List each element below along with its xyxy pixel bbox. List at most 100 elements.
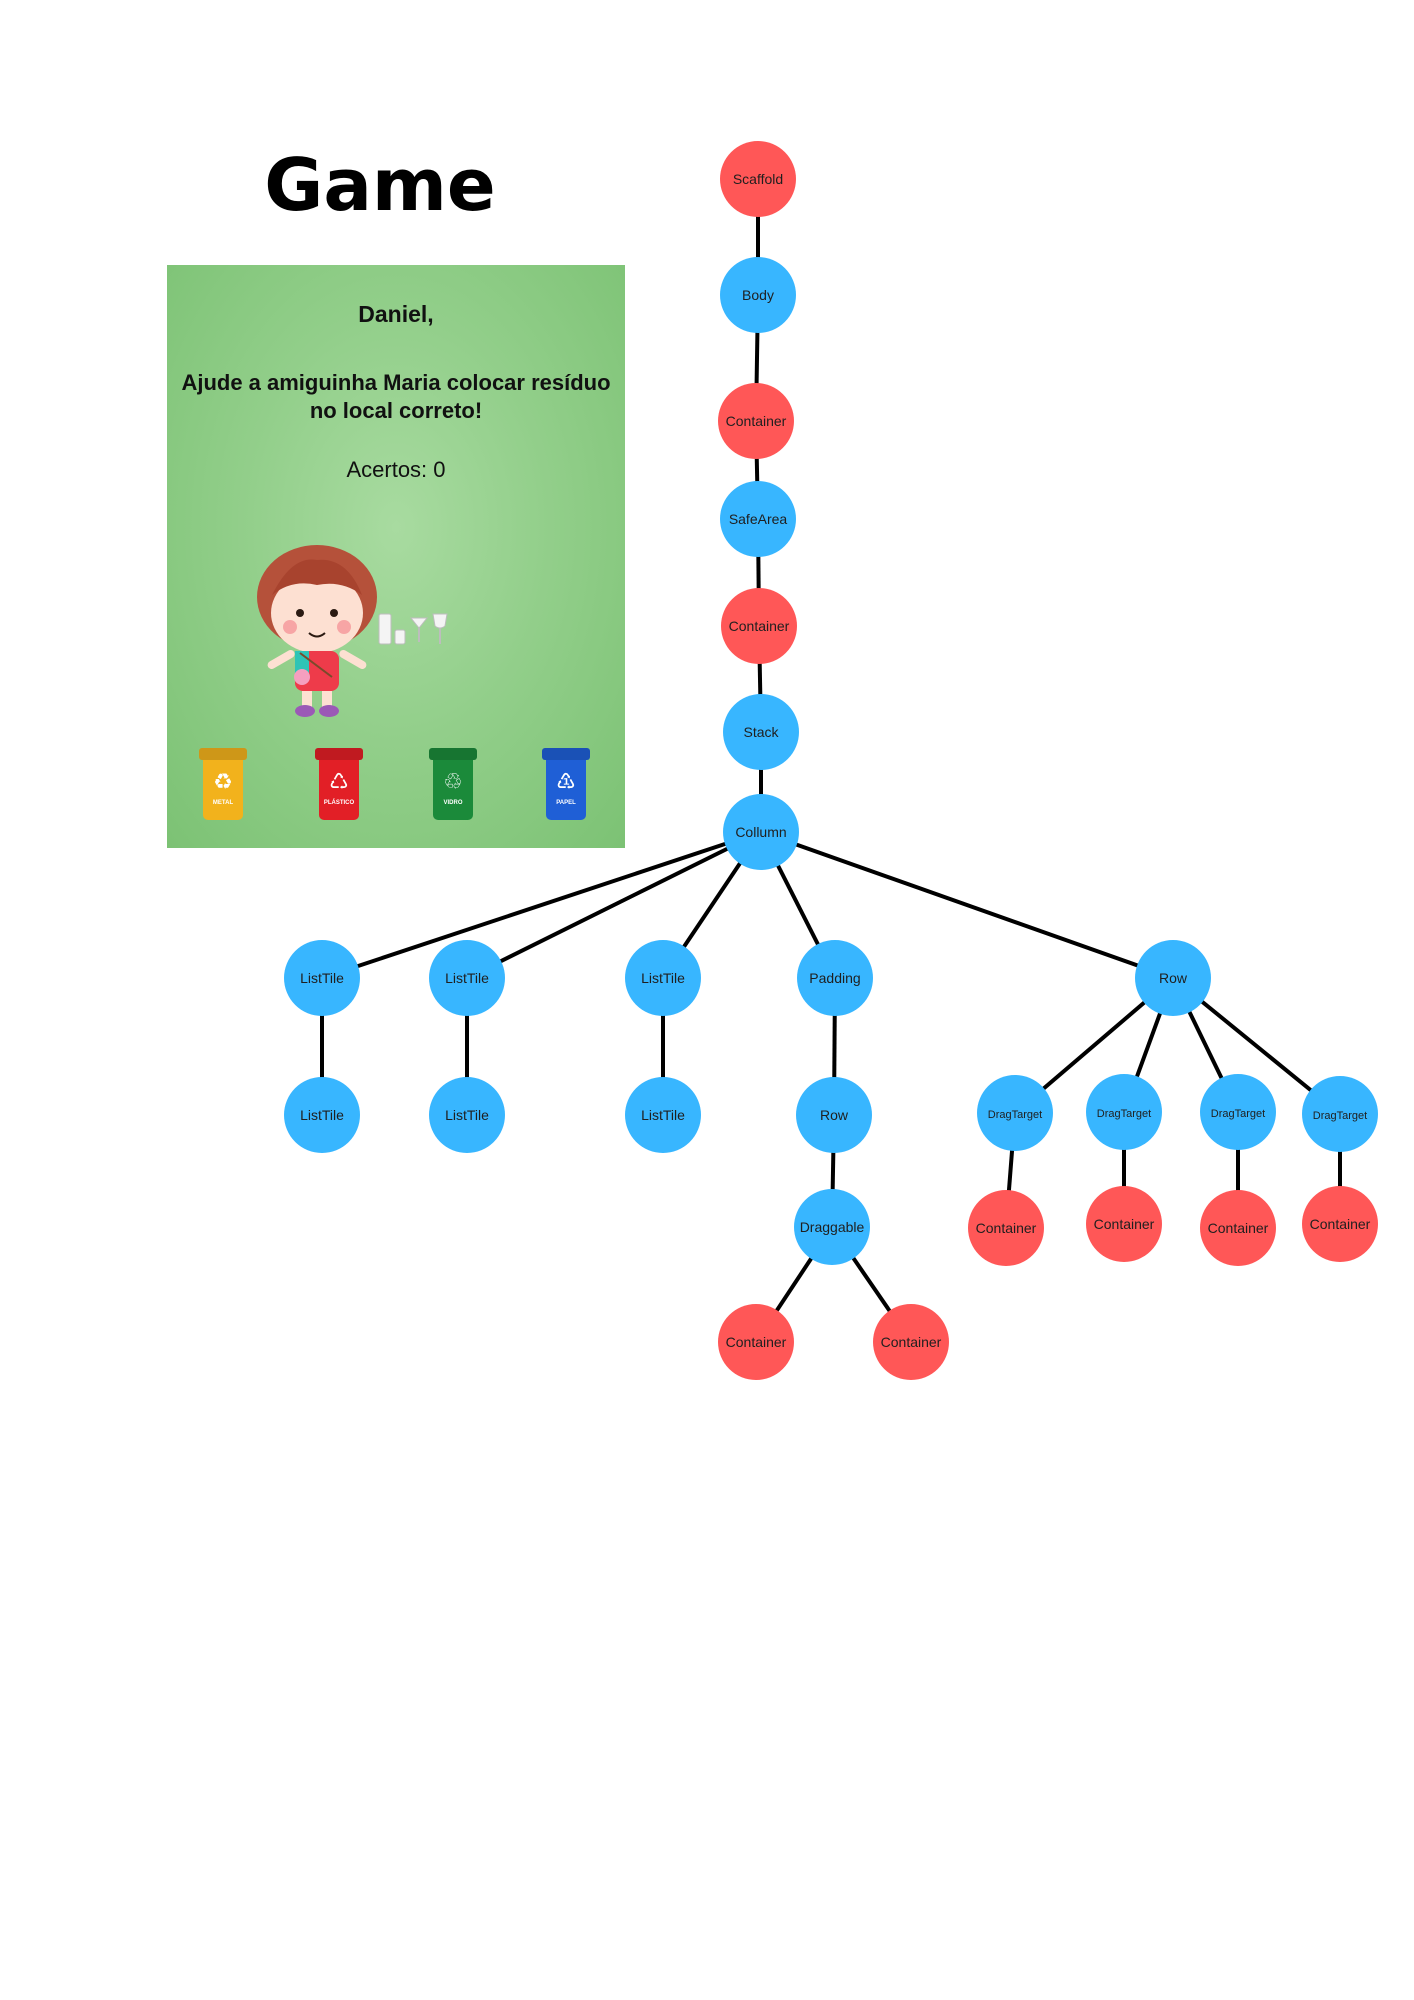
bin-lid <box>542 748 590 760</box>
tree-node-label: Padding <box>809 970 860 986</box>
tree-node-label: Scaffold <box>733 171 783 187</box>
tree-node-label: Stack <box>743 724 779 740</box>
bin-body <box>203 760 243 820</box>
tree-edge <box>760 830 1174 980</box>
tree-node-safearea: SafeArea <box>720 481 796 557</box>
tree-node-label: ListTile <box>300 1107 344 1123</box>
recycling-bin-metal[interactable]: ♻ METAL <box>199 748 247 822</box>
tree-node-label: Container <box>976 1220 1037 1236</box>
bin-label: PAPEL <box>556 800 576 806</box>
tree-node-circle <box>1302 1186 1378 1262</box>
tree-node-label: DragTarget <box>1097 1108 1151 1120</box>
tree-node-listtile: ListTile <box>284 1077 360 1153</box>
recycle-icon: ♻ <box>213 770 233 795</box>
tree-node-container: Container <box>718 383 794 459</box>
tree-node-circle <box>1200 1190 1276 1266</box>
tree-node-label: Container <box>1310 1216 1371 1232</box>
tree-node-dragtarget: DragTarget <box>1302 1076 1378 1152</box>
tree-node-container: Container <box>873 1304 949 1380</box>
tree-node-dragtarget: DragTarget <box>1086 1074 1162 1150</box>
tree-node-circle <box>796 1077 872 1153</box>
tree-node-label: DragTarget <box>1211 1108 1265 1120</box>
tree-node-label: Container <box>726 1334 787 1350</box>
tree-node-label: Draggable <box>800 1219 865 1235</box>
tree-node-label: SafeArea <box>729 511 788 527</box>
bin-label: VIDRO <box>443 800 463 806</box>
tree-node-circle <box>625 1077 701 1153</box>
instruction-text: Ajude a amiguinha Maria colocar resíduo … <box>181 370 611 423</box>
tree-node-circle <box>977 1075 1053 1151</box>
tree-node-circle <box>1086 1074 1162 1150</box>
recycle-icon: ♳ <box>556 770 576 795</box>
recycle-icon: ♲ <box>443 770 463 795</box>
tree-node-label: Container <box>1094 1216 1155 1232</box>
tree-node-label: DragTarget <box>988 1109 1042 1121</box>
tree-node-listtile: ListTile <box>429 1077 505 1153</box>
tree-node-container: Container <box>1200 1190 1276 1266</box>
tree-node-row: Row <box>1135 940 1211 1016</box>
game-screen-preview: Daniel, Ajude a amiguinha Maria colocar … <box>167 265 625 848</box>
tree-node-padding: Padding <box>797 940 873 1016</box>
tree-node-circle <box>720 481 796 557</box>
tree-node-container: Container <box>721 588 797 664</box>
tree-node-circle <box>968 1190 1044 1266</box>
tree-node-dragtarget: DragTarget <box>1200 1074 1276 1150</box>
bin-label: PLÁSTICO <box>323 800 355 806</box>
tree-node-circle <box>1135 940 1211 1016</box>
tree-node-circle <box>718 1304 794 1380</box>
tree-edge <box>321 830 762 980</box>
tree-node-listtile: ListTile <box>284 940 360 1016</box>
recycling-bin-papel[interactable]: ♳ PAPEL <box>542 748 590 822</box>
bin-body <box>319 760 359 820</box>
bin-lid <box>429 748 477 760</box>
tree-node-dragtarget: DragTarget <box>977 1075 1053 1151</box>
tree-node-container: Container <box>718 1304 794 1380</box>
tree-node-circle <box>1200 1074 1276 1150</box>
tree-node-label: Container <box>729 618 790 634</box>
tree-node-container: Container <box>1302 1186 1378 1262</box>
tree-node-circle <box>429 940 505 1016</box>
bin-lid <box>315 748 363 760</box>
tree-node-listtile: ListTile <box>625 1077 701 1153</box>
bin-lid <box>199 748 247 760</box>
tree-node-label: Row <box>820 1107 849 1123</box>
tree-node-body: Body <box>720 257 796 333</box>
tree-node-circle <box>1302 1076 1378 1152</box>
tree-node-circle <box>1086 1186 1162 1262</box>
tree-node-label: ListTile <box>445 970 489 986</box>
page-title: Game <box>264 143 496 227</box>
tree-node-label: Container <box>881 1334 942 1350</box>
tree-node-circle <box>723 794 799 870</box>
recycle-icon: ♺ <box>329 770 349 795</box>
tree-node-stack: Stack <box>723 694 799 770</box>
tree-node-listtile: ListTile <box>625 940 701 1016</box>
tree-node-draggable: Draggable <box>794 1189 870 1265</box>
recycling-bin-vidro[interactable]: ♲ VIDRO <box>429 748 477 822</box>
tree-node-circle <box>723 694 799 770</box>
tree-node-circle <box>429 1077 505 1153</box>
tree-node-circle <box>284 940 360 1016</box>
tree-node-label: Container <box>1208 1220 1269 1236</box>
tree-node-row: Row <box>796 1077 872 1153</box>
bin-body <box>433 760 473 820</box>
tree-node-label: Row <box>1159 970 1188 986</box>
tree-node-label: ListTile <box>641 970 685 986</box>
tree-node-circle <box>794 1189 870 1265</box>
bin-body <box>546 760 586 820</box>
tree-node-label: ListTile <box>300 970 344 986</box>
recycling-bin-plastico[interactable]: ♺ PLÁSTICO <box>315 748 363 822</box>
tree-node-container: Container <box>968 1190 1044 1266</box>
tree-node-label: ListTile <box>641 1107 685 1123</box>
tree-node-label: ListTile <box>445 1107 489 1123</box>
tree-node-circle <box>718 383 794 459</box>
tree-node-label: Collumn <box>735 824 786 840</box>
tree-node-label: DragTarget <box>1313 1110 1367 1122</box>
tree-node-circle <box>625 940 701 1016</box>
bin-label: METAL <box>212 800 234 806</box>
tree-node-scaffold: Scaffold <box>720 141 796 217</box>
tree-edge <box>466 830 762 980</box>
glass-items-icon <box>378 613 448 645</box>
tree-node-circle <box>720 257 796 333</box>
tree-node-circle <box>284 1077 360 1153</box>
